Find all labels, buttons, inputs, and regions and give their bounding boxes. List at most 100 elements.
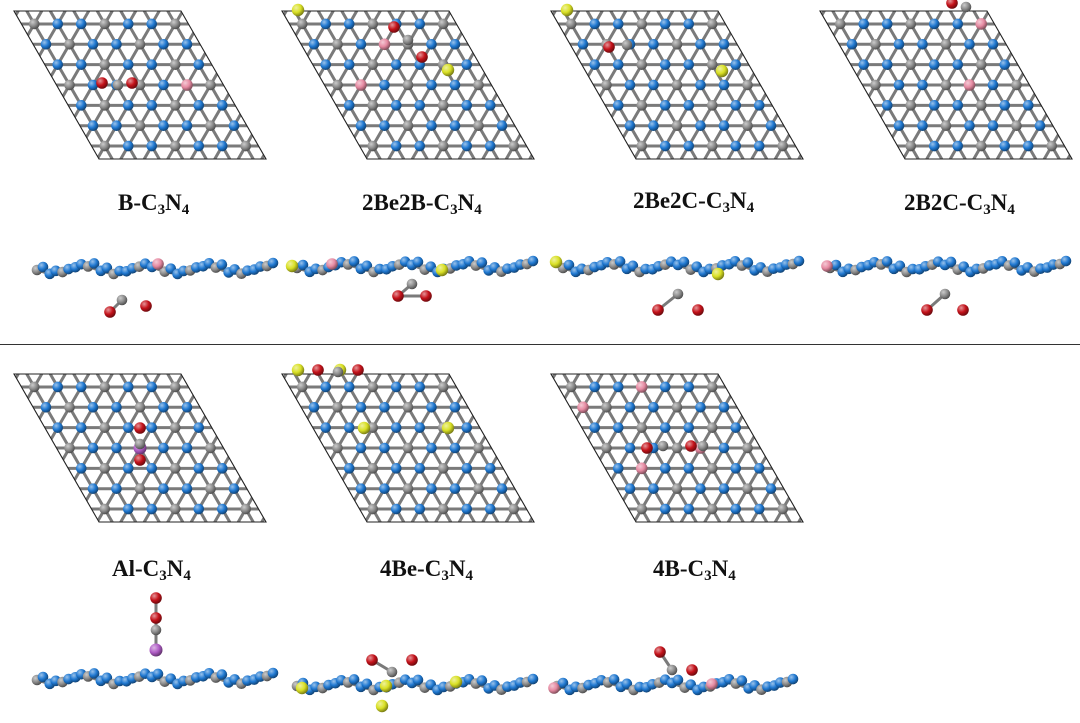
- nitrogen-atom: [648, 79, 659, 91]
- nitrogen-atom: [390, 422, 402, 433]
- bond: [877, 166, 889, 186]
- bond: [500, 22, 516, 46]
- carbon-atom: [240, 463, 252, 474]
- bond: [793, 507, 803, 522]
- carbon-atom: [473, 483, 484, 495]
- bond: [770, 24, 782, 44]
- nitrogen-atom: [742, 257, 754, 268]
- bond: [806, 428, 818, 448]
- bond: [282, 144, 292, 159]
- nitrogen-atom: [308, 442, 320, 454]
- bond: [0, 387, 11, 407]
- bond: [551, 103, 561, 128]
- carbon-atom: [870, 161, 881, 172]
- bond: [502, 346, 514, 366]
- nitrogen-atom: [193, 181, 204, 192]
- nitrogen-atom: [287, 141, 298, 152]
- carbon-atom: [28, 140, 40, 152]
- carbon-atom: [1046, 140, 1058, 152]
- bond: [536, 24, 548, 44]
- bond: [385, 346, 397, 366]
- nitrogen-atom: [122, 422, 134, 433]
- nitrogen-atom: [589, 463, 601, 474]
- bond: [269, 428, 281, 448]
- bond: [211, 166, 223, 186]
- bond: [488, 42, 504, 67]
- nitrogen-atom: [391, 341, 402, 352]
- nitrogen-atom: [52, 181, 63, 192]
- bond: [211, 346, 223, 366]
- nitrogen-atom: [308, 120, 320, 132]
- nitrogen-atom: [952, 18, 964, 30]
- bond: [862, 103, 877, 128]
- nitrogen-atom: [860, 161, 871, 172]
- carbon-atom: [800, 0, 811, 9]
- carbon-atom: [169, 140, 181, 152]
- bond: [549, 448, 561, 468]
- bond: [117, 0, 129, 4]
- nitrogen-atom: [17, 442, 28, 454]
- nitrogen-atom: [836, 161, 847, 172]
- bond: [408, 0, 420, 4]
- bond: [453, 374, 469, 389]
- nitrogen-atom: [1069, 100, 1072, 111]
- bond: [551, 507, 561, 522]
- carbon-atom: [566, 181, 577, 192]
- nitrogen-atom: [847, 0, 858, 9]
- nitrogen-atom: [320, 422, 332, 433]
- nitrogen-atom: [753, 140, 765, 152]
- side-view-2b2c: [821, 255, 1072, 316]
- carbon-atom: [601, 483, 612, 495]
- bond: [185, 0, 197, 4]
- nitrogen-atom: [287, 463, 298, 474]
- bond: [549, 428, 561, 448]
- bond: [220, 44, 232, 64]
- bond: [701, 529, 713, 549]
- bond: [267, 105, 279, 125]
- bond: [865, 489, 877, 509]
- bond: [842, 509, 854, 529]
- bond: [281, 407, 293, 427]
- nitrogen-atom: [308, 79, 320, 91]
- nitrogen-atom: [449, 120, 461, 132]
- bond: [771, 346, 783, 366]
- bond: [782, 85, 794, 105]
- nitrogen-atom: [390, 100, 402, 111]
- bond: [232, 407, 244, 427]
- nitrogen-atom: [426, 0, 437, 9]
- nitrogen-atom: [250, 59, 261, 70]
- bond: [396, 529, 408, 549]
- nitrogen-atom: [158, 361, 169, 372]
- bond: [336, 144, 351, 159]
- nitrogen-atom: [426, 483, 437, 495]
- bond: [1075, 44, 1080, 64]
- bond: [282, 83, 292, 107]
- carbon-atom: [262, 361, 273, 372]
- nitrogen-atom: [76, 181, 87, 192]
- nitrogen-atom: [952, 140, 964, 152]
- bond: [0, 85, 11, 105]
- carbon-atom: [940, 38, 952, 50]
- bond: [222, 0, 234, 4]
- nitrogen-atom: [285, 79, 296, 91]
- carbon-atom: [848, 141, 859, 152]
- bond: [340, 509, 352, 529]
- bond: [584, 468, 596, 488]
- bond: [513, 367, 525, 387]
- bond: [502, 529, 514, 549]
- bond: [536, 448, 548, 468]
- bond: [79, 144, 95, 159]
- bond: [877, 146, 889, 166]
- bond: [208, 367, 220, 387]
- bond: [291, 529, 303, 549]
- nitrogen-atom: [14, 503, 17, 515]
- bond: [537, 24, 549, 44]
- nitrogen-atom: [111, 361, 122, 372]
- nitrogen-atom: [146, 100, 158, 111]
- bond: [258, 166, 270, 186]
- nitrogen-atom: [146, 341, 157, 352]
- bond: [757, 426, 773, 450]
- nitrogen-atom: [591, 161, 602, 172]
- carbon-atom: [1046, 181, 1057, 192]
- bond: [255, 448, 267, 468]
